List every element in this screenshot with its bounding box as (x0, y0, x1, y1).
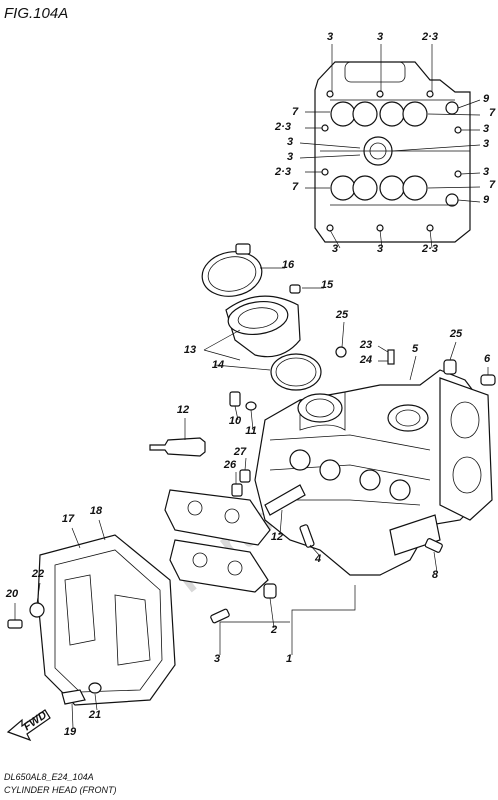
callout-label: 1 (286, 653, 292, 665)
callout-label: 16 (282, 259, 295, 271)
callout-label: 3 (483, 138, 489, 150)
camshaft-caps (164, 457, 290, 655)
callout-label: 9 (483, 93, 490, 105)
callout-label: 7 (489, 179, 496, 191)
callout-label: 26 (223, 459, 237, 471)
callout-label: 8 (432, 569, 439, 581)
callout-label: 6 (484, 353, 491, 365)
callout-label: 3 (287, 136, 293, 148)
callout-label: 23 (359, 339, 372, 351)
callout-label: 7 (489, 107, 496, 119)
callout-label: 22 (31, 568, 44, 580)
callout-label: 14 (212, 359, 224, 371)
callout-label: 11 (245, 425, 256, 437)
figure-title: FIG.104A (4, 5, 68, 22)
callout-label: 2·3 (421, 31, 438, 43)
cylinder-head-body (254, 321, 496, 655)
callout-label: 4 (314, 553, 321, 565)
intake-parts (201, 243, 324, 391)
callout-label: 25 (449, 328, 463, 340)
diagram-caption: CYLINDER HEAD (FRONT) (4, 785, 117, 795)
callout-label: 3 (377, 31, 383, 43)
callout-label: 13 (184, 344, 196, 356)
callout-label: 24 (359, 354, 372, 366)
fwd-direction-arrow: FWD (6, 709, 51, 742)
callout-label: 3 (377, 243, 383, 255)
callout-label: 25 (335, 309, 349, 321)
callout-label: 18 (90, 505, 103, 517)
callout-label: 7 (292, 181, 299, 193)
callout-label: 2·3 (274, 166, 291, 178)
callout-label: 2·3 (274, 121, 291, 133)
callout-label: 21 (88, 709, 101, 721)
cylinder-head-top-view (299, 44, 481, 249)
callout-label: 3 (327, 31, 333, 43)
callout-label: 3 (287, 151, 293, 163)
model-code: DL650AL8_E24_104A (4, 772, 94, 782)
callout-label: 17 (62, 513, 75, 525)
callout-label: 10 (229, 415, 242, 427)
callout-label: 5 (412, 343, 419, 355)
callout-label: 7 (292, 106, 299, 118)
callout-label: 9 (483, 194, 490, 206)
callout-label: 12 (177, 404, 189, 416)
callout-label: 20 (5, 588, 19, 600)
callout-label: 3 (483, 123, 489, 135)
callout-label: 3 (332, 243, 338, 255)
callout-label: 3 (483, 166, 489, 178)
callout-label: 2·3 (421, 243, 438, 255)
head-cover-parts (7, 519, 176, 729)
callout-label: 19 (64, 726, 77, 738)
callout-label: 2 (270, 624, 277, 636)
callout-label: 27 (233, 446, 247, 458)
callout-label: 3 (214, 653, 220, 665)
callout-label: 15 (321, 279, 334, 291)
callout-label: 12 (271, 531, 283, 543)
spark-plug-parts (149, 391, 306, 536)
